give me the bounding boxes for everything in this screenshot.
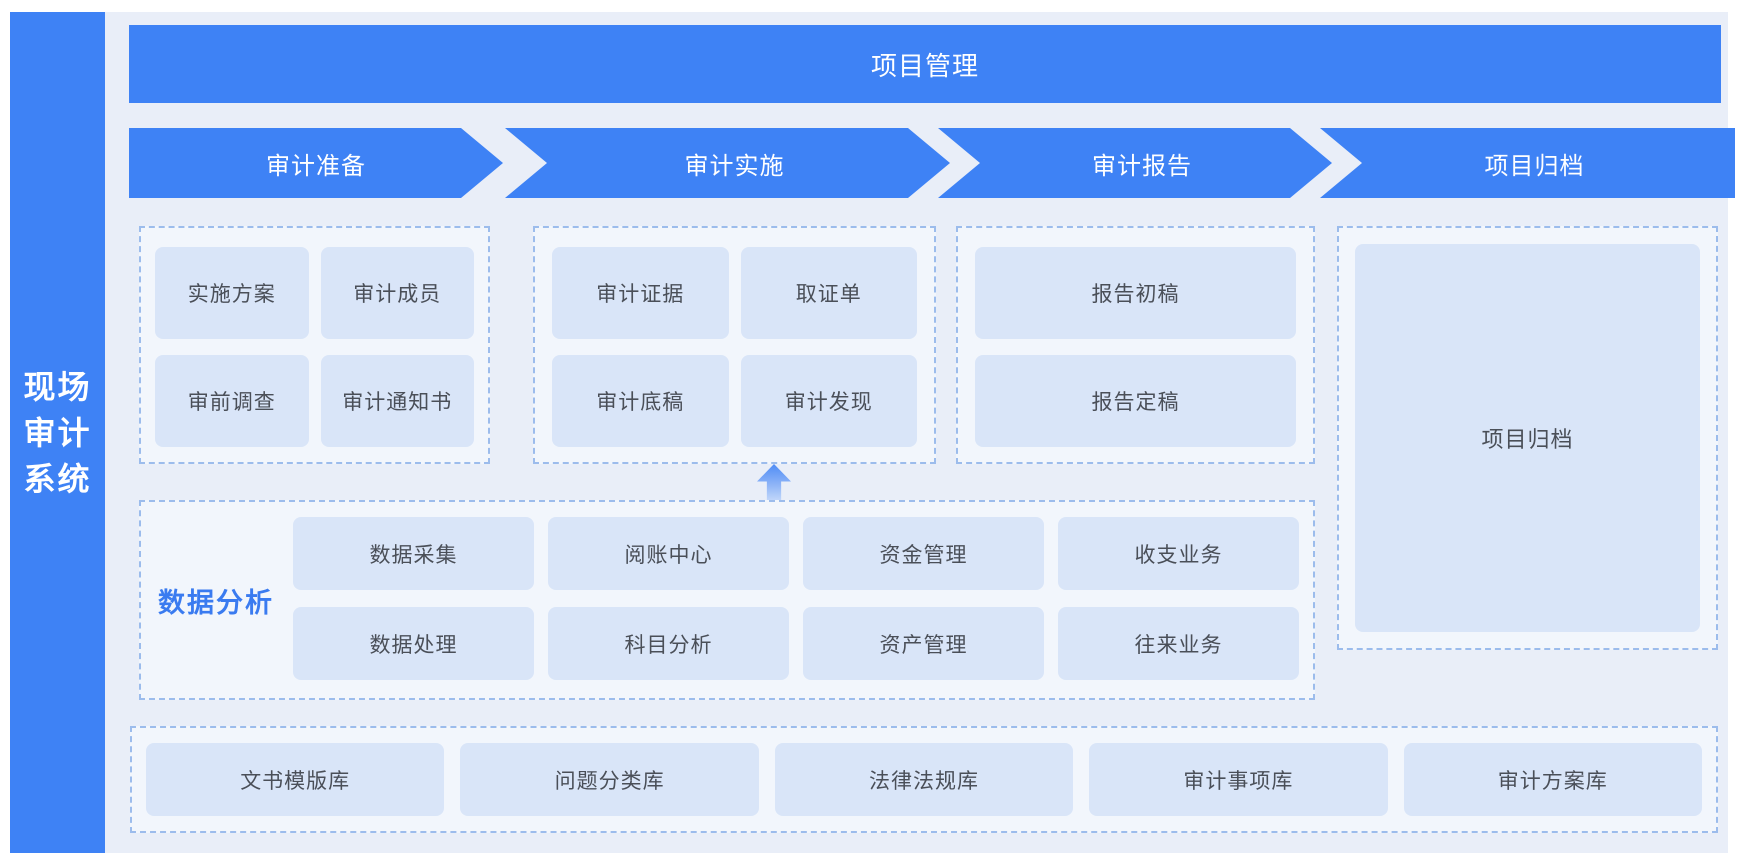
module-box-asset-management[interactable]: 资产管理 [803,607,1044,680]
module-box-evidence-form[interactable]: 取证单 [740,247,917,339]
data-analysis-label: 数据分析 [158,587,274,618]
module-box-implementation-plan[interactable]: 实施方案 [155,247,309,339]
module-box-working-papers[interactable]: 审计底稿 [552,355,729,447]
library-box-document-templates[interactable]: 文书模版库 [146,743,445,816]
module-box-audit-findings[interactable]: 审计发现 [740,355,917,447]
stage-audit-implementation[interactable]: 审计实施 [505,128,950,198]
group-audit-implementation: 审计证据 取证单 审计底稿 审计发现 [533,226,936,464]
stage-project-archive[interactable]: 项目归档 [1320,128,1735,198]
sidebar-title-line: 系统 [23,460,92,497]
project-management-banner: 项目管理 [129,25,1721,103]
stage-band: 审计准备 审计实施 审计报告 项目归档 [129,128,1735,198]
module-box-audit-members[interactable]: 审计成员 [320,247,474,339]
module-box-fund-management[interactable]: 资金管理 [803,517,1044,590]
group-libraries: 文书模版库 问题分类库 法律法规库 审计事项库 审计方案库 [130,726,1718,833]
module-box-pre-audit-survey[interactable]: 审前调查 [155,355,309,447]
module-box-audit-notice[interactable]: 审计通知书 [320,355,474,447]
library-box-laws-regulations[interactable]: 法律法规库 [774,743,1074,816]
module-box-data-processing[interactable]: 数据处理 [293,607,534,680]
stage-audit-preparation[interactable]: 审计准备 [129,128,503,198]
module-box-data-collection[interactable]: 数据采集 [293,517,534,590]
sidebar-system-title: 现场 审计 系统 [10,12,105,853]
module-box-account-review-center[interactable]: 阅账中心 [548,517,789,590]
library-box-problem-classification[interactable]: 问题分类库 [460,743,759,816]
module-box-audit-evidence[interactable]: 审计证据 [552,247,729,339]
module-box-income-expense[interactable]: 收支业务 [1058,517,1299,590]
group-project-archive: 项目归档 [1337,226,1718,650]
module-box-current-accounts[interactable]: 往来业务 [1058,607,1299,680]
sidebar-title-line: 现场 [23,368,92,405]
module-box-report-final[interactable]: 报告定稿 [975,355,1296,447]
library-box-audit-matters[interactable]: 审计事项库 [1089,743,1388,816]
group-audit-report: 报告初稿 报告定稿 [956,226,1315,464]
module-box-subject-analysis[interactable]: 科目分析 [548,607,789,680]
module-box-report-draft[interactable]: 报告初稿 [975,247,1296,339]
stage-audit-report[interactable]: 审计报告 [938,128,1332,198]
sidebar-title-line: 审计 [23,414,92,451]
group-data-analysis: 数据分析 数据采集 阅账中心 资金管理 收支业务 数据处理 科目分析 资产管理 … [139,500,1315,700]
data-analysis-grid: 数据采集 阅账中心 资金管理 收支业务 数据处理 科目分析 资产管理 往来业务 [293,517,1299,680]
library-box-audit-plans[interactable]: 审计方案库 [1403,743,1702,816]
group-audit-preparation: 实施方案 审计成员 审前调查 审计通知书 [139,226,490,464]
module-box-project-archive[interactable]: 项目归档 [1355,244,1700,632]
